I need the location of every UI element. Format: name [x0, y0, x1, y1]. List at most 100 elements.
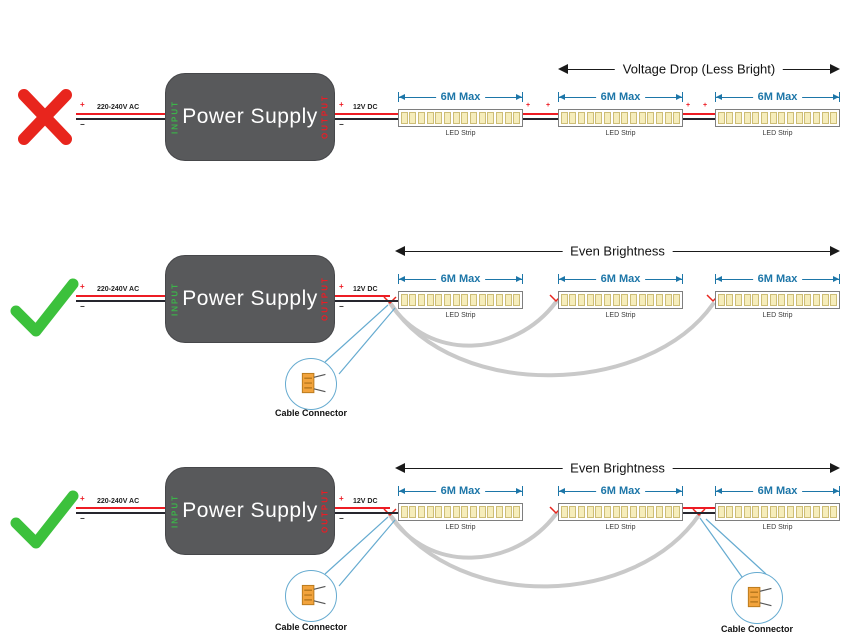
led-chip	[495, 112, 503, 124]
power-supply: Power Supply	[165, 467, 335, 555]
strip-length-dimension: 6M Max	[558, 485, 683, 497]
led-chip	[417, 112, 425, 124]
arrowhead-left	[399, 93, 405, 100]
dc-wire-negative	[335, 118, 398, 120]
dc-wire-positive	[335, 295, 390, 297]
arrowhead-right	[676, 487, 682, 494]
led-chip	[778, 506, 786, 518]
led-chip	[717, 294, 725, 306]
cable-connector-callout	[285, 358, 337, 410]
arrowhead-right	[833, 93, 839, 100]
cable-connector-label: Cable Connector	[720, 624, 794, 634]
led-chip	[469, 112, 477, 124]
led-chip	[629, 112, 637, 124]
led-chip	[760, 294, 768, 306]
led-chip	[461, 294, 469, 306]
led-strip-label: LED Strip	[605, 524, 636, 531]
led-chip	[504, 112, 512, 124]
led-strip-label: LED Strip	[762, 130, 793, 137]
led-chip	[417, 506, 425, 518]
led-strip	[398, 109, 523, 127]
series-link-negative	[523, 118, 558, 120]
led-chip	[586, 294, 594, 306]
led-chip	[409, 112, 417, 124]
led-chip	[452, 294, 460, 306]
dimension-label: 6M Max	[435, 273, 486, 285]
arrowhead-left	[559, 487, 565, 494]
even-brightness-label: Even Brightness	[562, 243, 673, 259]
led-chip	[638, 112, 646, 124]
led-chip	[400, 112, 408, 124]
led-chip	[435, 294, 443, 306]
led-chip	[743, 112, 751, 124]
led-chip	[443, 112, 451, 124]
led-chip	[461, 506, 469, 518]
led-chip	[603, 294, 611, 306]
strip-length-dimension: 6M Max	[398, 485, 523, 497]
pad-plus: +	[546, 102, 551, 109]
strip-length-dimension: 6M Max	[558, 273, 683, 285]
arrowhead-right	[676, 93, 682, 100]
led-chip	[513, 294, 521, 306]
arrowhead-right	[830, 64, 840, 74]
cable-connector-callout	[285, 570, 337, 622]
arrowhead-left	[558, 64, 568, 74]
led-chip	[495, 294, 503, 306]
led-chip	[795, 112, 803, 124]
led-chip	[786, 506, 794, 518]
led-chip	[409, 506, 417, 518]
arrowhead-left	[716, 487, 722, 494]
led-chip	[426, 112, 434, 124]
voltage-drop-arrow: Voltage Drop (Less Bright)	[558, 61, 840, 77]
polarity-plus: +	[339, 100, 344, 109]
led-chip	[647, 294, 655, 306]
dimension-label: 6M Max	[595, 91, 646, 103]
dimension-label: 6M Max	[752, 273, 803, 285]
power-supply-title: Power Supply	[182, 287, 318, 310]
led-strip	[715, 109, 840, 127]
led-chip	[726, 112, 734, 124]
polarity-plus: +	[339, 494, 344, 503]
led-chip	[586, 112, 594, 124]
arrowhead-right	[830, 463, 840, 473]
dimension-label: 6M Max	[595, 485, 646, 497]
series-link-negative	[683, 512, 715, 514]
strip-length-dimension: 6M Max	[715, 273, 840, 285]
led-chip	[409, 294, 417, 306]
led-chip	[830, 506, 838, 518]
cross-icon	[18, 89, 72, 145]
pad-plus: +	[526, 102, 531, 109]
led-chip	[595, 294, 603, 306]
led-chip	[804, 506, 812, 518]
led-strip-label: LED Strip	[762, 524, 793, 531]
led-chip	[603, 112, 611, 124]
arrowhead-right	[516, 93, 522, 100]
led-strip-label: LED Strip	[445, 130, 476, 137]
arrowhead-right	[833, 487, 839, 494]
strip-length-dimension: 6M Max	[398, 273, 523, 285]
arrowhead-left	[395, 463, 405, 473]
dc-voltage-label: 12V DC	[353, 286, 378, 293]
led-chip	[786, 294, 794, 306]
led-chip	[769, 112, 777, 124]
led-chip	[400, 294, 408, 306]
led-chip	[804, 112, 812, 124]
polarity-plus: +	[339, 282, 344, 291]
led-chip	[655, 506, 663, 518]
led-chip	[734, 294, 742, 306]
polarity-minus: −	[80, 514, 85, 523]
power-supply: Power Supply	[165, 255, 335, 343]
led-chip	[595, 506, 603, 518]
led-strip	[715, 291, 840, 309]
led-chip	[812, 112, 820, 124]
led-chip	[452, 112, 460, 124]
polarity-plus: +	[80, 282, 85, 291]
arrowhead-left	[559, 275, 565, 282]
led-strip	[558, 109, 683, 127]
strip-length-dimension: 6M Max	[715, 485, 840, 497]
led-chip	[752, 112, 760, 124]
check-icon	[10, 490, 79, 549]
led-chip	[664, 506, 672, 518]
led-strip	[558, 291, 683, 309]
